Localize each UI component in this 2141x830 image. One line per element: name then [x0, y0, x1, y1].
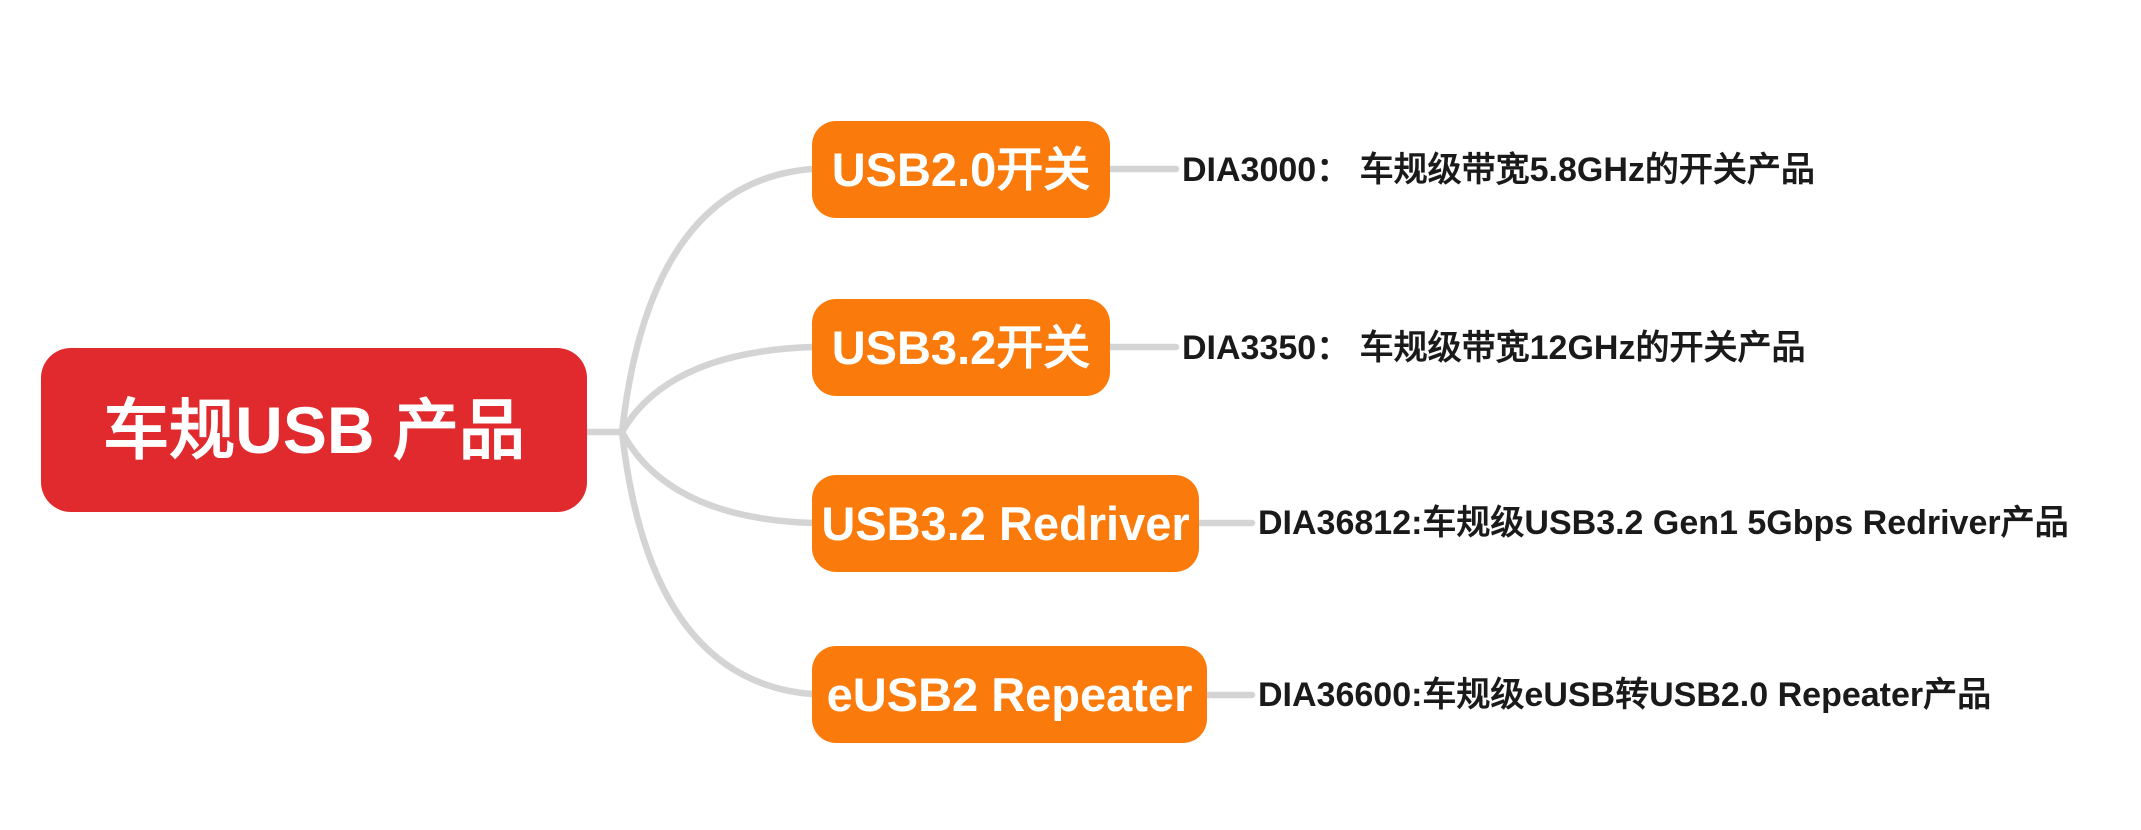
description-node-dia36600[interactable]: DIA36600:车规级eUSB转USB2.0 Repeater产品 — [1258, 676, 1992, 714]
branch-node-label: USB3.2开关 — [831, 321, 1091, 374]
branch-node-usb2-switch[interactable]: USB2.0开关 — [812, 121, 1110, 218]
connector-curve-branch-2 — [618, 343, 816, 436]
branch-node-label: USB2.0开关 — [831, 143, 1091, 196]
description-node-dia3350[interactable]: DIA3350： 车规级带宽12GHz的开关产品 — [1182, 329, 1806, 367]
description-node-dia36812[interactable]: DIA36812:车规级USB3.2 Gen1 5Gbps Redriver产品 — [1258, 504, 2069, 542]
connector-curve-branch-3 — [618, 428, 816, 527]
description-node-dia3000[interactable]: DIA3000： 车规级带宽5.8GHz的开关产品 — [1182, 151, 1815, 189]
branch-node-label: USB3.2 Redriver — [821, 497, 1190, 550]
branch-node-label: eUSB2 Repeater — [826, 668, 1193, 721]
branch-node-usb3-switch[interactable]: USB3.2开关 — [812, 299, 1110, 396]
connector-curve-branch-4 — [618, 428, 816, 698]
branch-node-usb3-redriver[interactable]: USB3.2 Redriver — [812, 475, 1199, 572]
branch-node-eusb2-repeater[interactable]: eUSB2 Repeater — [812, 646, 1207, 743]
root-node-label: 车规USB 产品 — [103, 393, 525, 467]
connector-curve-branch-1 — [618, 165, 816, 436]
root-node[interactable]: 车规USB 产品 — [41, 348, 587, 512]
